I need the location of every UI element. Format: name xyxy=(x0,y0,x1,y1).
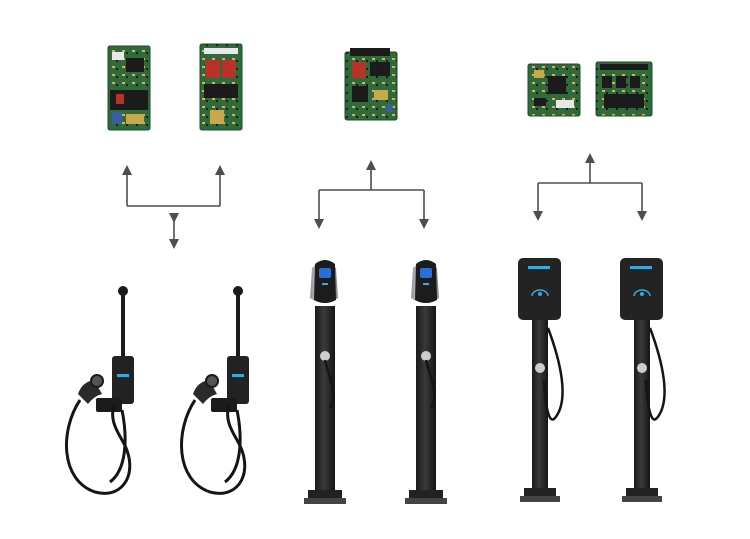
connector-arrow-group-3 xyxy=(533,153,647,221)
portable-charger-2 xyxy=(180,286,249,495)
connector-arrow-group-1 xyxy=(122,165,225,249)
wallbox-charger-1 xyxy=(518,258,564,502)
pillar-charger-2 xyxy=(405,260,447,504)
pcb-board-center xyxy=(344,48,398,121)
pillar-charger-group xyxy=(304,48,447,504)
pcb-board-left-2 xyxy=(199,43,243,131)
connector-arrow-group-2 xyxy=(314,160,429,229)
pillar-charger-1 xyxy=(304,260,346,504)
pcb-board-right-1 xyxy=(527,63,581,117)
pcb-board-right-2 xyxy=(595,61,653,117)
wallbox-charger-group xyxy=(518,61,666,502)
wallbox-charger-2 xyxy=(620,258,666,502)
portable-charger-1 xyxy=(65,286,134,495)
portable-charger-group xyxy=(65,43,249,495)
pcb-board-left-1 xyxy=(107,45,151,131)
